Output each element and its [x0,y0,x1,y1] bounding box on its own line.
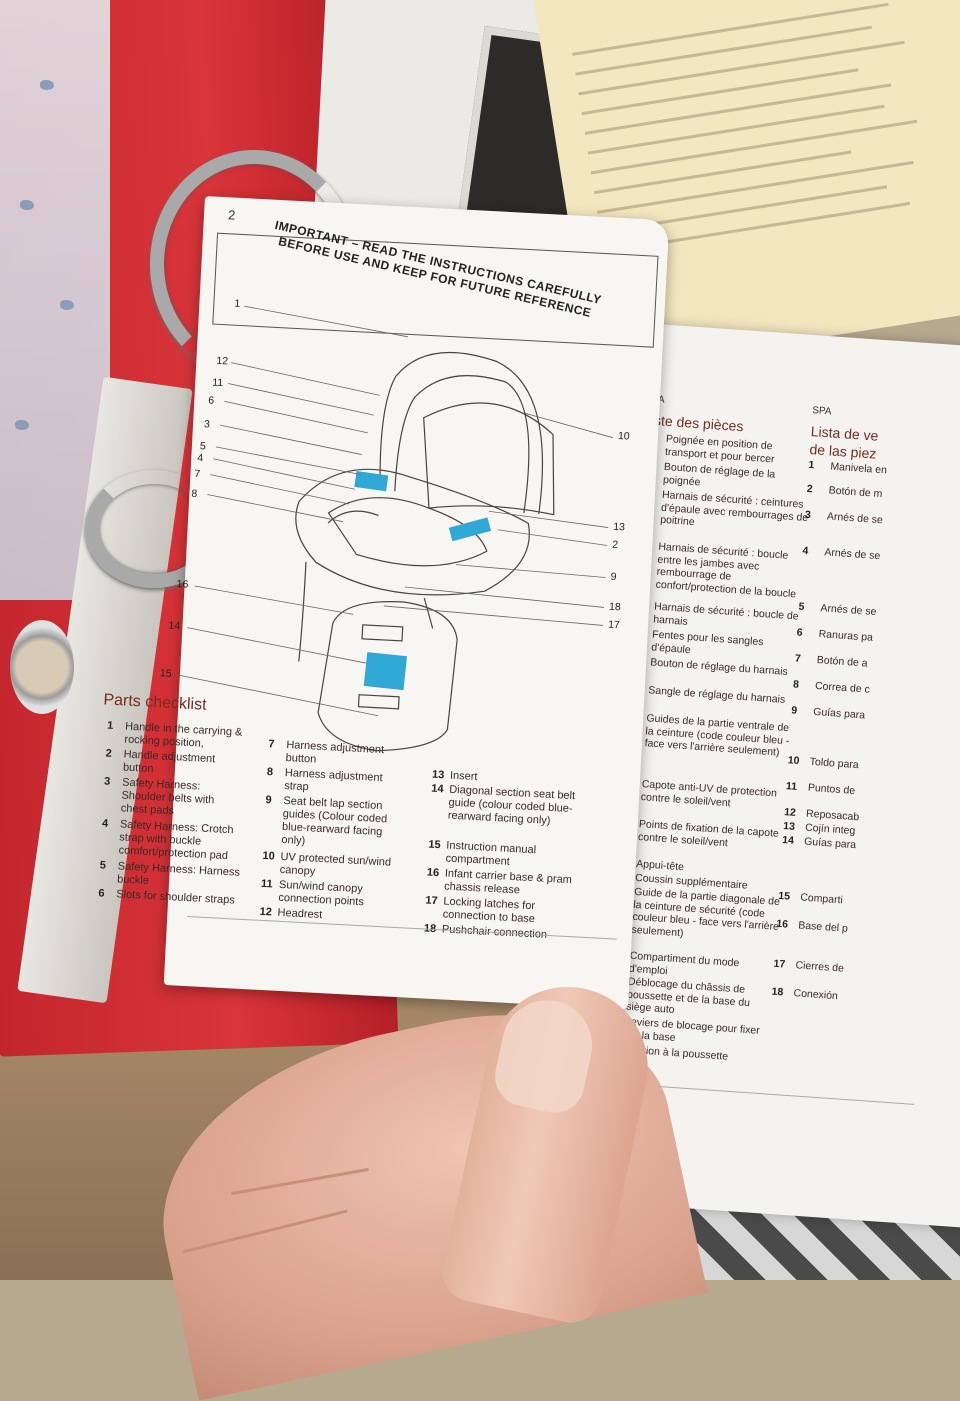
release-button [361,624,404,642]
list-item: 14Guide de la partie diagonale de la cei… [610,884,781,939]
pattern-dot [60,300,74,310]
belt-guide-blue [354,471,389,492]
callout-number: 1 [234,297,241,310]
manual-compartment [357,694,400,710]
spa-title-line2: de las piez [809,440,877,462]
callout-number: 5 [199,440,207,453]
car-seat-side-view [295,351,555,662]
pattern-dot [40,80,54,90]
callout-number: 15 [159,667,172,680]
callout-number: 9 [610,570,617,584]
base-leg-left [298,561,307,662]
list-item: 11Points de fixation de la capote contre… [615,816,780,849]
binder-ring-hole [10,620,74,714]
callout-number: 11 [211,376,224,390]
carry-handle-inner [394,375,530,514]
left-page: 2 IMPORTANT – READ THE INSTRUCTIONS CARE… [98,196,670,1010]
carry-handle [379,351,544,514]
callout-number: 6 [207,394,215,407]
callout-number: 14 [168,619,181,633]
list-item: 4Harnais de sécurité : boucle entre les … [634,539,797,600]
list-item: 10Capote anti-UV de protection contre le… [617,776,778,809]
car-seat-rear-view [317,601,458,752]
rear-shell [317,601,458,752]
callout-number: 3 [203,418,211,431]
spa-label: SPA [811,405,832,418]
list-item: 8Sangle de réglage du harnais [624,683,786,706]
list-item: 9Guides de la partie ventrale de la cein… [622,711,790,759]
callout-number: 4 [196,451,204,465]
base-leg-right [423,597,434,629]
callout-number: 16 [176,578,189,591]
callout-number: 17 [607,618,621,632]
callout-number: 7 [194,467,201,481]
diagonal-belt-guide-blue [363,652,408,691]
callout-number: 18 [608,600,622,614]
seat-shell [295,468,530,596]
callout-number: 8 [191,487,198,500]
callout-number: 10 [617,429,630,443]
callout-number: 2 [611,538,619,552]
callout-number: 13 [612,520,626,534]
pattern-dot [15,420,29,430]
list-item: 3Harnais de sécurité : ceintures d'épaul… [638,487,809,529]
spa-title-line1: Lista de ve [810,423,879,444]
callout-number: 12 [216,354,229,368]
belt-guide-blue [448,517,492,542]
car-seat-diagram [179,305,614,752]
leader-lines [179,305,614,717]
headrest [327,510,379,524]
pattern-dot [20,200,34,210]
sun-canopy [423,402,555,516]
